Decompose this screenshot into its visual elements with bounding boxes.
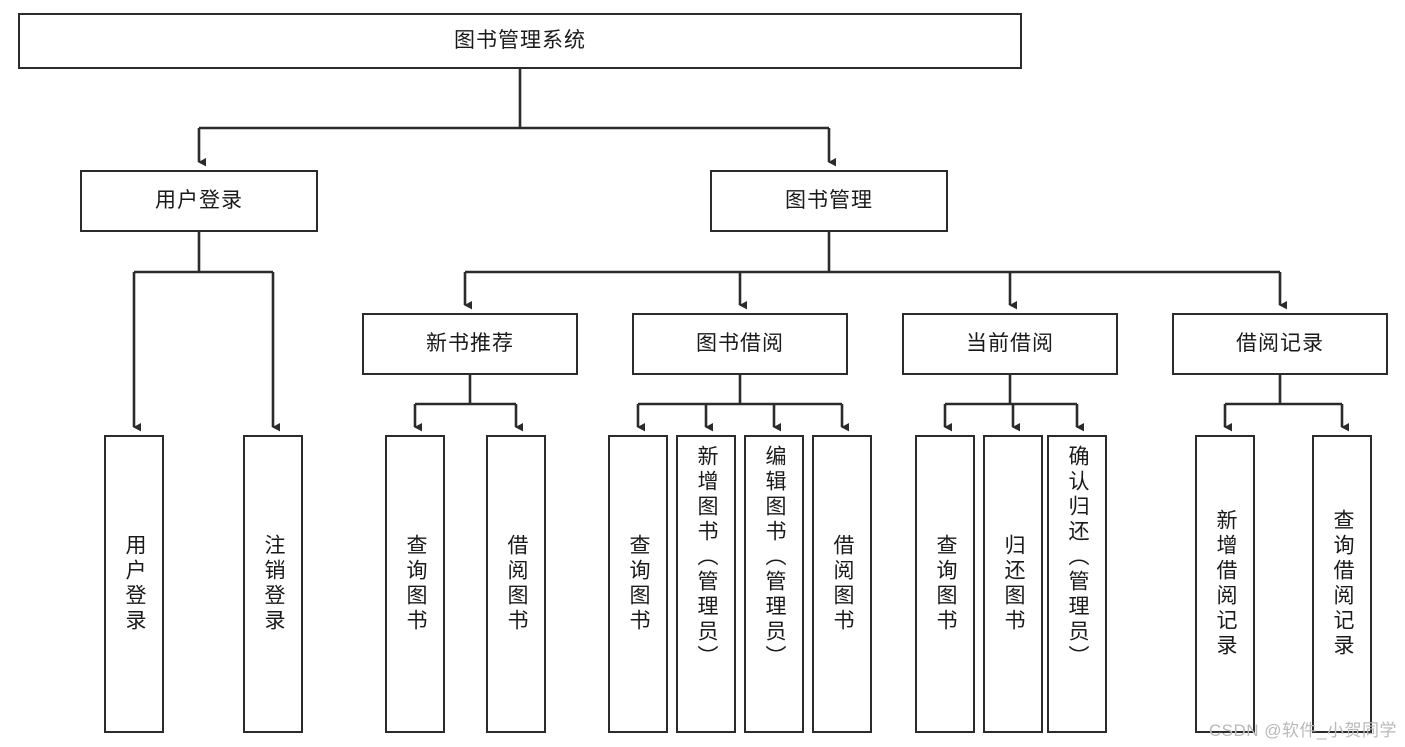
- node-leaf-query-book-new-label: 查询图书: [404, 534, 428, 634]
- node-leaf-borrow-book[interactable]: 借阅图书: [812, 435, 872, 733]
- node-leaf-add-borrow-record-label: 新增借阅记录: [1214, 509, 1238, 659]
- node-book-borrow-label: 图书借阅: [696, 332, 784, 356]
- node-book-management[interactable]: 图书管理: [710, 170, 948, 232]
- node-leaf-query-book-borrow[interactable]: 查询图书: [608, 435, 668, 733]
- node-root[interactable]: 图书管理系统: [18, 13, 1022, 69]
- node-leaf-confirm-return-label: 确认归还（管理员）: [1066, 445, 1090, 670]
- node-leaf-query-book-current-label: 查询图书: [934, 534, 958, 634]
- node-new-book-recommend-label: 新书推荐: [426, 332, 514, 356]
- node-leaf-query-book-current[interactable]: 查询图书: [915, 435, 975, 733]
- node-user-login[interactable]: 用户登录: [80, 170, 318, 232]
- node-leaf-query-book-new[interactable]: 查询图书: [385, 435, 445, 733]
- node-leaf-query-borrow-record[interactable]: 查询借阅记录: [1312, 435, 1372, 733]
- node-leaf-logout[interactable]: 注销登录: [243, 435, 303, 733]
- node-leaf-edit-book-label: 编辑图书（管理员）: [763, 445, 787, 670]
- node-leaf-query-book-borrow-label: 查询图书: [627, 534, 651, 634]
- node-new-book-recommend[interactable]: 新书推荐: [362, 313, 578, 375]
- node-leaf-add-book[interactable]: 新增图书（管理员）: [676, 435, 736, 733]
- node-current-borrow[interactable]: 当前借阅: [902, 313, 1118, 375]
- node-user-login-label: 用户登录: [155, 189, 243, 213]
- node-borrow-record-label: 借阅记录: [1236, 332, 1324, 356]
- node-leaf-query-borrow-record-label: 查询借阅记录: [1331, 509, 1355, 659]
- node-leaf-confirm-return[interactable]: 确认归还（管理员）: [1047, 435, 1107, 733]
- watermark-text: CSDN @软件_小贺同学: [1208, 721, 1397, 740]
- node-book-borrow[interactable]: 图书借阅: [632, 313, 848, 375]
- node-leaf-user-login[interactable]: 用户登录: [104, 435, 164, 733]
- node-leaf-return-book[interactable]: 归还图书: [983, 435, 1043, 733]
- node-root-label: 图书管理系统: [454, 29, 586, 53]
- node-leaf-return-book-label: 归还图书: [1002, 534, 1026, 634]
- node-leaf-borrow-book-label: 借阅图书: [831, 534, 855, 634]
- node-book-management-label: 图书管理: [785, 189, 873, 213]
- node-leaf-user-login-label: 用户登录: [123, 534, 147, 634]
- node-current-borrow-label: 当前借阅: [966, 332, 1054, 356]
- node-leaf-add-book-label: 新增图书（管理员）: [695, 445, 719, 670]
- node-leaf-borrow-book-new-label: 借阅图书: [505, 534, 529, 634]
- node-leaf-add-borrow-record[interactable]: 新增借阅记录: [1195, 435, 1255, 733]
- node-leaf-edit-book[interactable]: 编辑图书（管理员）: [744, 435, 804, 733]
- node-leaf-logout-label: 注销登录: [262, 534, 286, 634]
- node-leaf-borrow-book-new[interactable]: 借阅图书: [486, 435, 546, 733]
- node-borrow-record[interactable]: 借阅记录: [1172, 313, 1388, 375]
